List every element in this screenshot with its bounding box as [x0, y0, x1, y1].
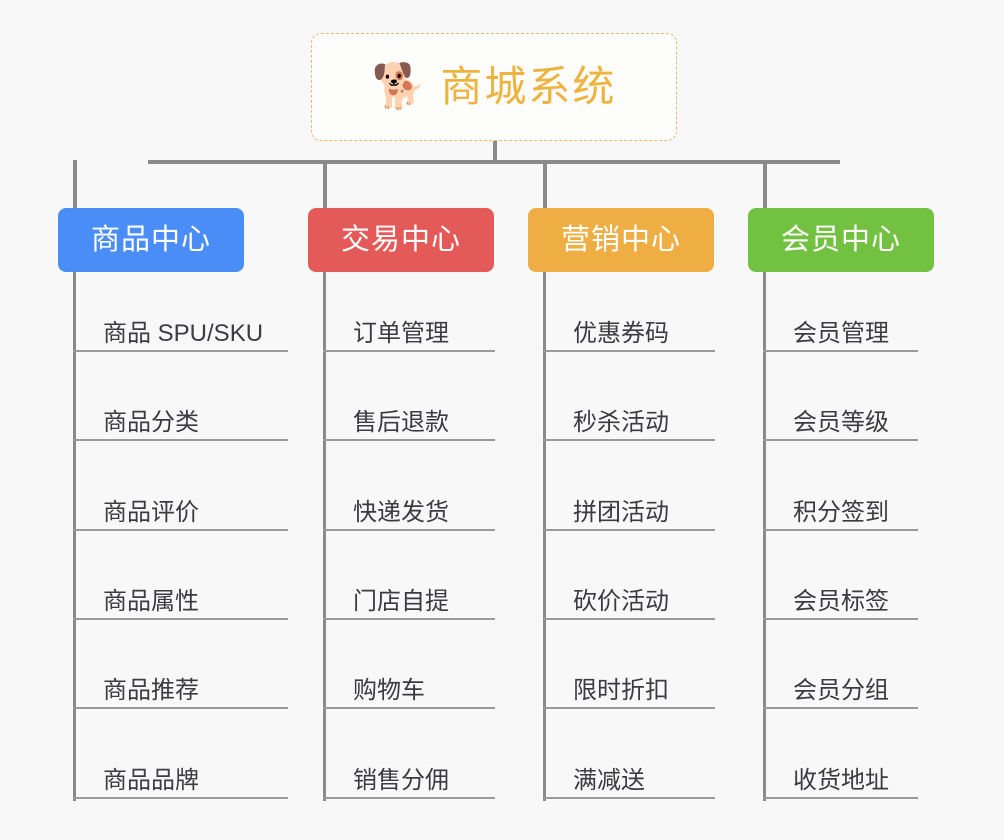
leaf-label: 门店自提: [353, 587, 449, 615]
leaf-underline: [323, 528, 495, 531]
category-box-2[interactable]: 交易中心: [308, 208, 494, 272]
leaf-label: 优惠券码: [573, 320, 669, 347]
leaf-underline: [73, 439, 288, 442]
leaf-underline: [543, 796, 715, 799]
leaf-underline: [763, 707, 918, 710]
category-label: 营销中心: [560, 223, 681, 256]
leaf-label: 拼团活动: [573, 498, 669, 526]
leaf-underline: [543, 707, 715, 710]
category-label: 交易中心: [340, 223, 461, 256]
category-spine-2: [323, 272, 326, 801]
leaf-underline: [763, 350, 918, 352]
category-spine-1: [73, 272, 76, 801]
leaf-label: 积分签到: [793, 498, 889, 526]
leaf-underline: [73, 796, 288, 799]
leaf-underline: [543, 617, 715, 620]
connector-drop-3: [543, 160, 547, 208]
root-node[interactable]: 🐕 商城系统: [311, 33, 677, 141]
leaf-label: 会员分组: [793, 677, 889, 705]
leaf-label: 销售分佣: [353, 766, 449, 794]
leaf-label: 商品品牌: [103, 766, 199, 794]
leaf-underline: [323, 617, 495, 620]
leaf-underline: [73, 617, 288, 620]
leaf-label: 购物车: [353, 677, 425, 705]
leaf-label: 会员等级: [793, 409, 889, 437]
leaf-underline: [763, 617, 918, 620]
leaf-underline: [73, 707, 288, 710]
leaf-label: 商品 SPU/SKU: [103, 320, 264, 347]
leaf-label: 满减送: [573, 766, 645, 794]
leaf-label: 订单管理: [353, 320, 449, 347]
category-spine-3: [543, 272, 546, 801]
leaf-underline: [763, 528, 918, 531]
connector-drop-1: [73, 160, 77, 208]
leaf-label: 商品评价: [103, 498, 199, 526]
leaf-label: 限时折扣: [573, 677, 669, 705]
root-title: 商城系统: [440, 63, 617, 110]
leaf-underline: [323, 439, 495, 442]
category-label: 商品中心: [90, 223, 211, 256]
category-label: 会员中心: [780, 223, 901, 256]
connector-horizontal-bus: [148, 160, 840, 164]
leaf-underline: [763, 439, 918, 442]
leaf-underline: [763, 796, 918, 799]
category-box-1[interactable]: 商品中心: [58, 208, 244, 272]
leaf-label: 会员管理: [793, 320, 889, 347]
leaf-label: 售后退款: [353, 409, 449, 437]
leaf-underline: [323, 350, 495, 352]
connector-drop-4: [763, 160, 767, 208]
leaf-underline: [73, 350, 288, 352]
leaf-underline: [323, 796, 495, 799]
leaf-underline: [543, 528, 715, 531]
connector-drop-2: [323, 160, 327, 208]
leaf-label: 商品属性: [103, 587, 199, 615]
shiba-inu-dog-face-icon: 🐕: [371, 62, 427, 111]
leaf-label: 商品分类: [103, 409, 199, 437]
leaf-label: 快递发货: [353, 498, 449, 526]
leaf-underline: [543, 439, 715, 442]
category-box-3[interactable]: 营销中心: [528, 208, 714, 272]
category-box-4[interactable]: 会员中心: [748, 208, 934, 272]
connector-root-stem: [493, 141, 497, 164]
category-spine-4: [763, 272, 766, 801]
leaf-label: 秒杀活动: [573, 409, 669, 437]
leaf-label: 收货地址: [793, 766, 889, 794]
leaf-underline: [73, 528, 288, 531]
leaf-label: 会员标签: [793, 587, 889, 615]
leaf-label: 商品推荐: [103, 677, 199, 705]
leaf-label: 砍价活动: [573, 587, 669, 615]
leaf-underline: [543, 350, 715, 352]
leaf-underline: [323, 707, 495, 710]
